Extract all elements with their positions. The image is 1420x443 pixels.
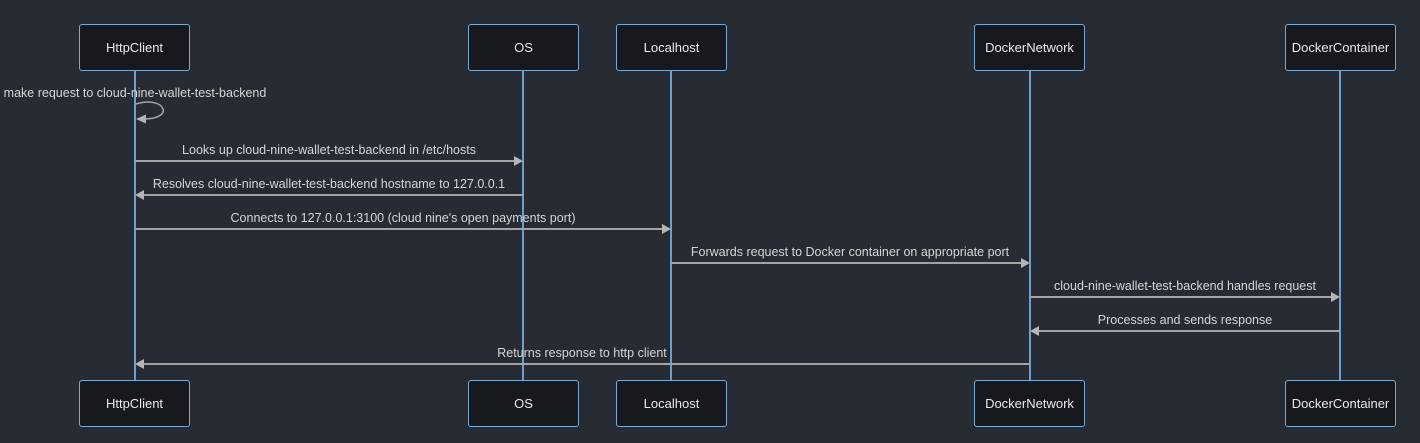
actor-httpclient-bottom: HttpClient <box>79 380 190 427</box>
actor-httpclient-top: HttpClient <box>79 24 190 71</box>
arrowhead-right-icon <box>662 224 671 234</box>
lifeline-httpclient <box>134 71 136 380</box>
actor-localhost-top: Localhost <box>616 24 727 71</box>
message-line <box>671 262 1021 264</box>
lifeline-dockernetwork <box>1029 71 1031 380</box>
lifeline-os <box>522 71 524 380</box>
arrowhead-left-icon <box>1030 326 1039 336</box>
message-label: Forwards request to Docker container on … <box>690 245 1010 259</box>
arrowhead-left-icon <box>135 359 144 369</box>
actor-dockercontainer-bottom: DockerContainer <box>1285 380 1396 427</box>
arrowhead-right-icon <box>1331 292 1340 302</box>
message-label: Processes and sends response <box>1097 313 1273 327</box>
self-loop-arrow <box>135 101 164 124</box>
lifeline-localhost <box>670 71 672 380</box>
message-line <box>144 363 1030 365</box>
actor-os-top: OS <box>468 24 579 71</box>
arrowhead-right-icon <box>1021 258 1030 268</box>
actor-dockernetwork-top: DockerNetwork <box>974 24 1085 71</box>
message-label: Returns response to http client <box>497 346 667 360</box>
actor-dockercontainer-top: DockerContainer <box>1285 24 1396 71</box>
message-line <box>135 160 514 162</box>
message-label: cloud-nine-wallet-test-backend handles r… <box>1054 279 1316 293</box>
arrowhead-right-icon <box>514 156 523 166</box>
arrowhead-left-icon <box>135 190 144 200</box>
message-line <box>1039 330 1340 332</box>
message-label: Resolves cloud-nine-wallet-test-backend … <box>152 177 506 191</box>
lifeline-dockercontainer <box>1339 71 1341 380</box>
message-label: Connects to 127.0.0.1:3100 (cloud nine's… <box>230 211 576 225</box>
message-line <box>144 194 523 196</box>
message-line <box>135 228 662 230</box>
message-line <box>1030 296 1331 298</box>
actor-localhost-bottom: Localhost <box>616 380 727 427</box>
message-label: Looks up cloud-nine-wallet-test-backend … <box>182 143 476 157</box>
actor-dockernetwork-bottom: DockerNetwork <box>974 380 1085 427</box>
message-label: make request to cloud-nine-wallet-test-b… <box>3 86 267 100</box>
actor-os-bottom: OS <box>468 380 579 427</box>
